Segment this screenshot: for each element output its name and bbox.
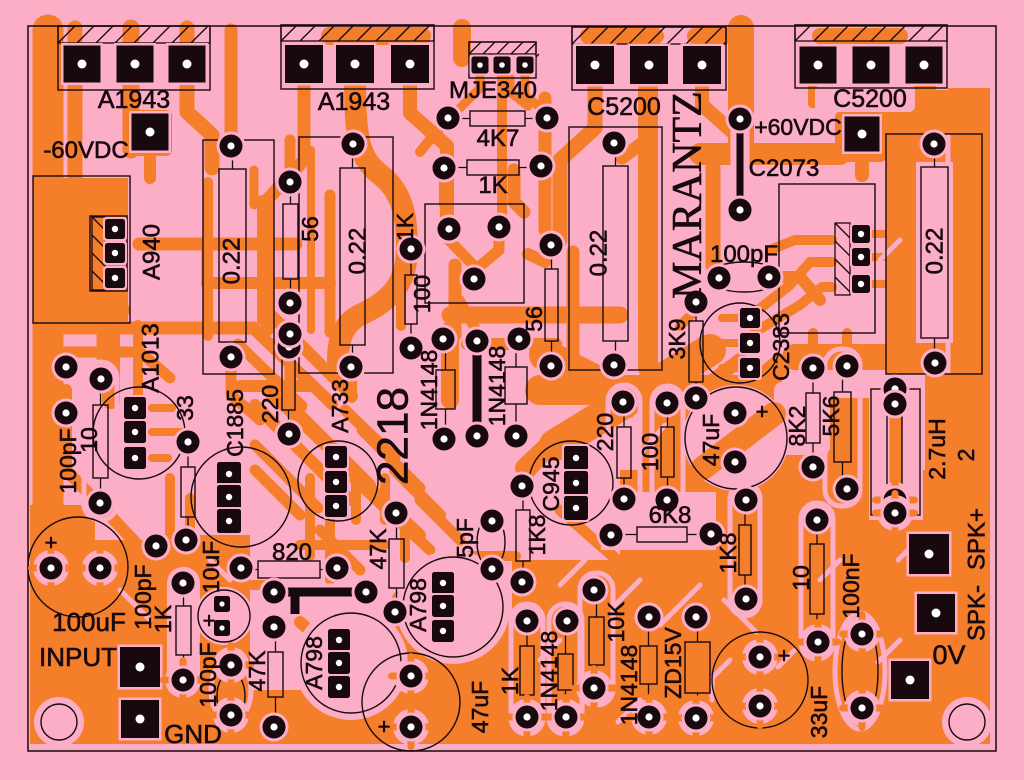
svg-text:56: 56 (521, 306, 547, 332)
svg-text:+: + (756, 399, 769, 424)
svg-text:1K8: 1K8 (524, 515, 550, 556)
svg-text:2.7uH: 2.7uH (924, 418, 950, 479)
svg-text:1N4148: 1N4148 (616, 645, 642, 726)
svg-text:C2073: C2073 (749, 155, 820, 182)
svg-text:47uF: 47uF (467, 681, 493, 733)
svg-text:1K8: 1K8 (715, 533, 741, 574)
svg-text:A733: A733 (327, 379, 353, 433)
svg-text:10uF: 10uF (198, 541, 224, 593)
svg-text:0V: 0V (932, 640, 965, 670)
svg-text:MJE340: MJE340 (449, 77, 537, 104)
svg-text:+: + (378, 714, 391, 739)
svg-text:100uF: 100uF (52, 607, 126, 637)
svg-text:1N4148: 1N4148 (484, 346, 510, 427)
svg-text:47K: 47K (244, 650, 270, 692)
svg-text:47uF: 47uF (698, 414, 724, 466)
svg-text:8K2: 8K2 (784, 406, 810, 447)
svg-text:C5200: C5200 (587, 93, 661, 121)
svg-text:100: 100 (409, 275, 435, 313)
svg-text:220: 220 (592, 413, 618, 451)
svg-text:1K: 1K (392, 212, 418, 241)
svg-text:4K7: 4K7 (477, 125, 520, 152)
svg-text:820: 820 (272, 539, 312, 566)
svg-text:ZD15V: ZD15V (660, 627, 686, 699)
svg-text:10: 10 (76, 427, 102, 453)
svg-text:47K: 47K (365, 528, 391, 570)
svg-text:100pF: 100pF (130, 564, 156, 629)
svg-text:0.22: 0.22 (219, 238, 246, 285)
svg-text:2218: 2218 (369, 387, 418, 485)
svg-text:0.22: 0.22 (586, 230, 613, 277)
svg-text:INPUT: INPUT (39, 642, 117, 672)
svg-text:A1943: A1943 (98, 86, 170, 114)
svg-text:MARANTZ: MARANTZ (665, 91, 711, 299)
svg-text:A798: A798 (301, 636, 327, 690)
svg-text:5K6: 5K6 (818, 396, 844, 437)
svg-text:GND: GND (164, 719, 222, 749)
svg-text:+: + (203, 608, 216, 633)
svg-text:100: 100 (637, 433, 663, 471)
svg-text:3K9: 3K9 (664, 319, 690, 360)
svg-text:10K: 10K (603, 601, 629, 643)
svg-text:1K: 1K (478, 172, 507, 199)
svg-text:1K: 1K (497, 666, 523, 695)
svg-text:1K: 1K (150, 604, 176, 633)
svg-text:C945: C945 (538, 457, 564, 512)
svg-text:-60VDC: -60VDC (43, 137, 128, 164)
svg-text:220: 220 (257, 385, 283, 423)
svg-text:SPK-: SPK- (964, 585, 991, 641)
svg-text:0.22: 0.22 (345, 228, 372, 275)
svg-text:C5200: C5200 (833, 85, 907, 113)
svg-text:100pF: 100pF (55, 428, 81, 493)
svg-text:+: + (778, 643, 791, 668)
svg-text:+60VDC: +60VDC (754, 114, 842, 140)
svg-text:SPK+: SPK+ (964, 508, 991, 570)
svg-text:56: 56 (297, 216, 323, 242)
svg-text:A1943: A1943 (318, 88, 390, 116)
svg-text:100pF: 100pF (710, 241, 778, 268)
svg-text:+: + (45, 530, 58, 555)
svg-text:A940: A940 (139, 224, 166, 280)
svg-text:6K8: 6K8 (649, 502, 692, 529)
svg-text:1N4148: 1N4148 (416, 350, 442, 431)
svg-text:A798: A798 (405, 578, 431, 632)
svg-text:33uF: 33uF (806, 686, 832, 738)
svg-text:33: 33 (172, 395, 198, 421)
svg-text:C1885: C1885 (222, 389, 248, 457)
svg-text:100pF: 100pF (195, 642, 221, 707)
svg-text:0.22: 0.22 (922, 228, 949, 275)
svg-text:A1013: A1013 (138, 323, 165, 392)
svg-text:100nF: 100nF (838, 553, 864, 618)
svg-text:5pF: 5pF (452, 518, 478, 558)
svg-text:C2383: C2383 (768, 313, 794, 381)
svg-text:10: 10 (788, 565, 814, 591)
svg-text:1N4148: 1N4148 (536, 631, 562, 712)
svg-text:2: 2 (953, 449, 979, 462)
